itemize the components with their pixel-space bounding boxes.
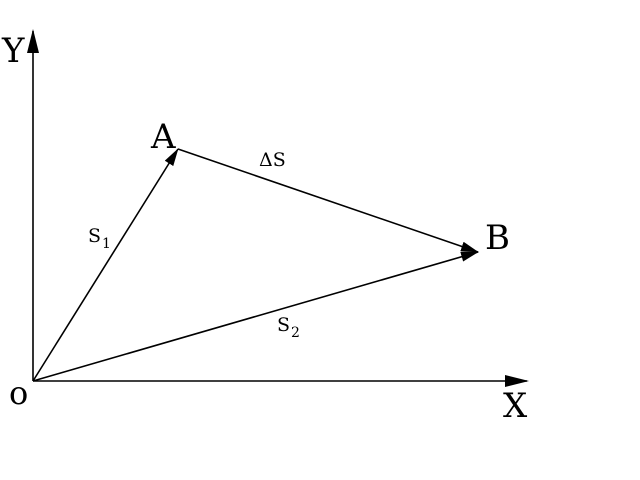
origin-label: o <box>9 374 28 412</box>
s2-base: S <box>277 314 290 336</box>
s2-subscript: 2 <box>291 325 300 341</box>
point-b-label: B <box>485 218 510 258</box>
delta-s-label: ΔS <box>259 149 286 171</box>
x-axis-label: X <box>503 386 528 426</box>
s1-base: S <box>88 225 101 247</box>
y-axis-label: Y <box>1 31 25 71</box>
s1-subscript: 1 <box>102 236 111 252</box>
point-a-label: A <box>150 117 176 157</box>
s2-label: S2 <box>277 314 300 341</box>
vector-s2 <box>32 251 479 382</box>
vector-s1 <box>32 148 179 382</box>
vector-delta-s <box>177 148 479 253</box>
s1-label: S1 <box>88 225 111 252</box>
